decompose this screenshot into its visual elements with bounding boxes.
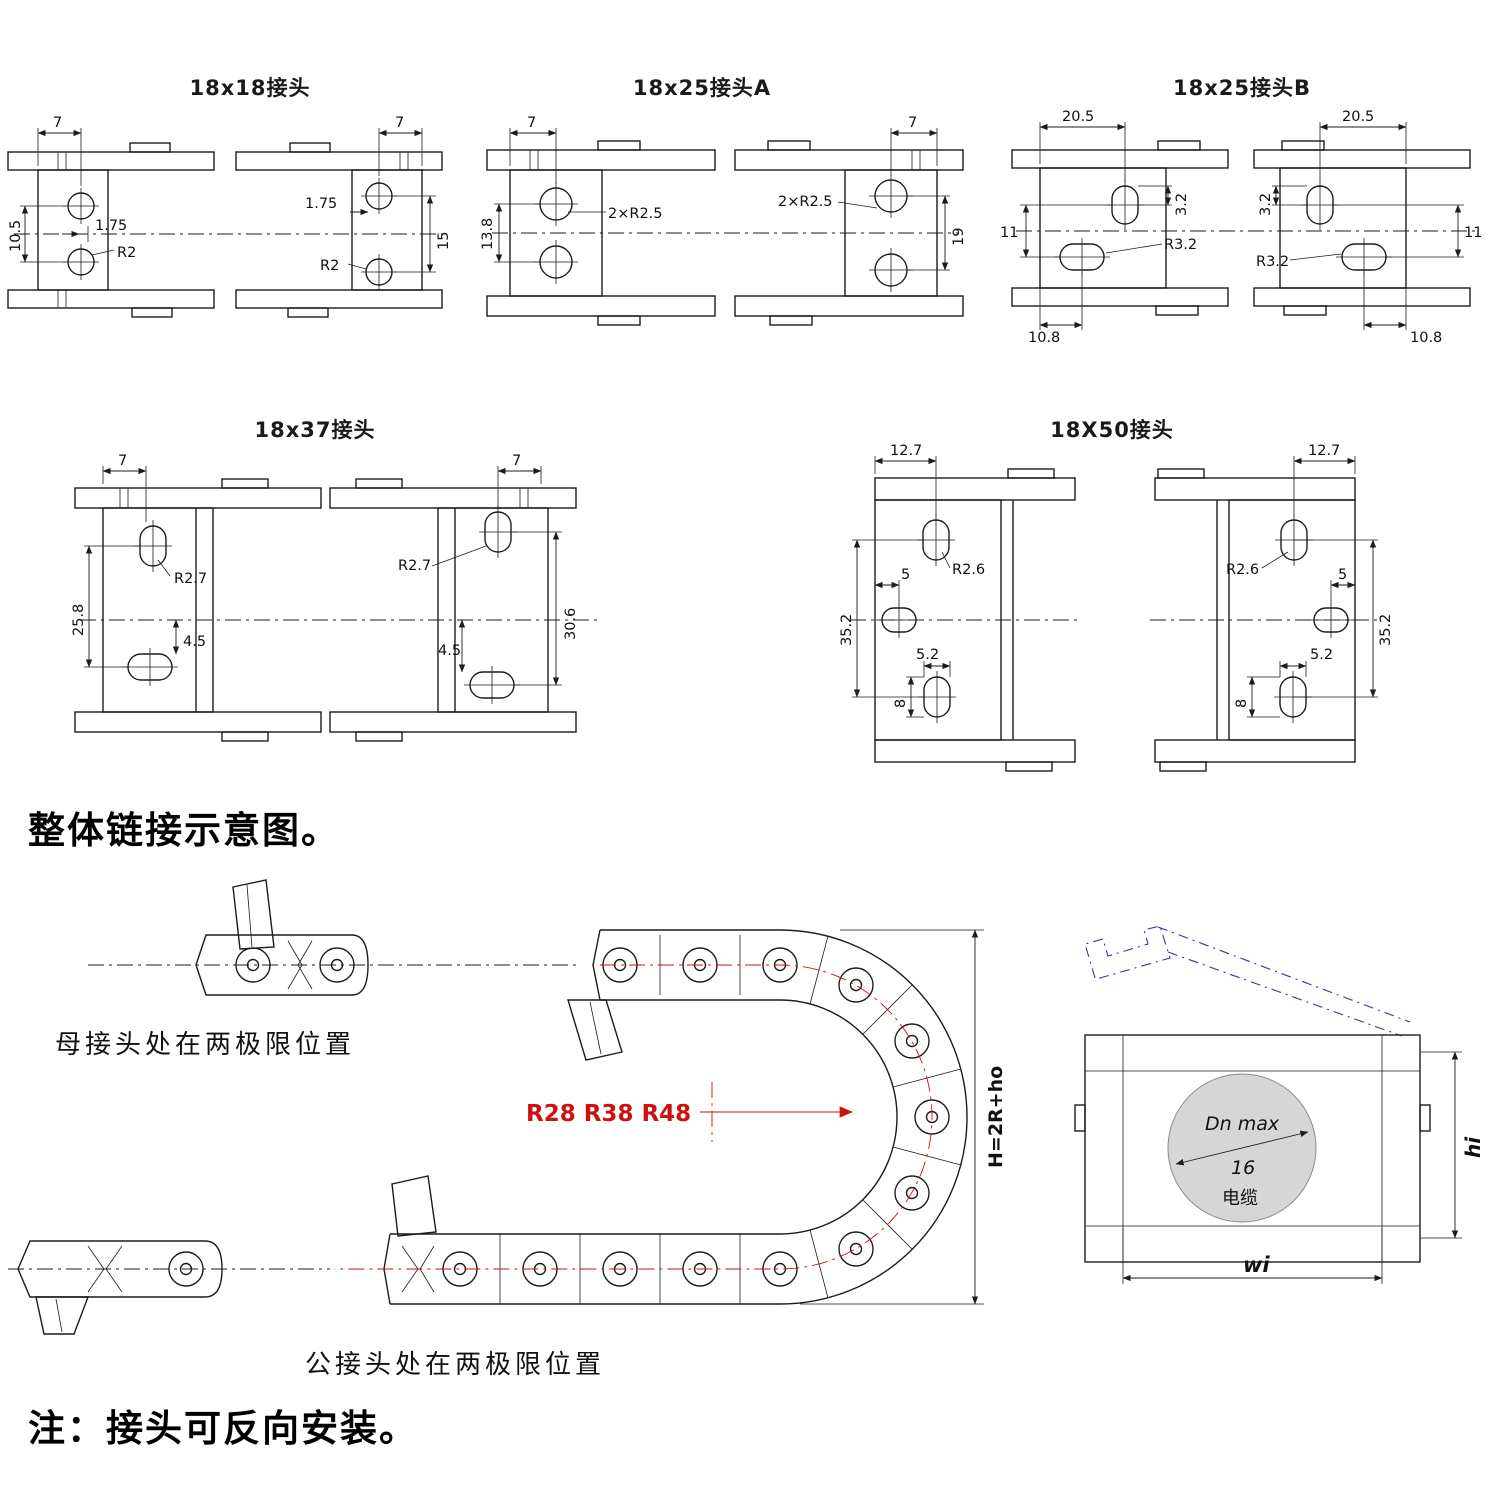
female-limit-label: 母接头处在两极限位置	[55, 1030, 356, 1060]
dim-18x25b-108-right: 10.8	[1410, 330, 1442, 346]
male-connector-drawing	[17, 1240, 223, 1335]
dim-18x50-127-left: 12.7	[890, 443, 922, 459]
view-18x37-left: 7 25.8 R2.7 4.5	[71, 453, 322, 742]
dim-18x37-7-right: 7	[512, 453, 521, 469]
dim-18x50-r26-right: R2.6	[1226, 562, 1259, 578]
title-18x37: 18x37接头	[254, 418, 376, 442]
dim-18x25a-19: 19	[951, 228, 967, 246]
dim-18x37-r27-left: R2.7	[174, 571, 207, 587]
inner-height-label: hi	[1461, 1136, 1485, 1158]
title-18x25a: 18x25接头A	[632, 76, 772, 100]
view-18x25a-right: 7 2×R2.5 19	[734, 115, 967, 326]
dim-18x37-45-left: 4.5	[183, 634, 206, 650]
dim-18x37-7-left: 7	[118, 453, 127, 469]
dim-18x37-258: 25.8	[71, 604, 87, 636]
dim-18x25a-7-left: 7	[527, 115, 536, 131]
dim-18x25a-7-right: 7	[908, 115, 917, 131]
dim-18x18-10-5: 10.5	[8, 220, 24, 252]
cable-label: 电缆	[1222, 1188, 1258, 1209]
assembly-heading: 整体链接示意图。	[28, 808, 340, 852]
height-formula-label: H=2R+ho	[985, 1066, 1007, 1168]
view-18x50-left: 12.7 35.2 5 R2.6 5.2 8	[839, 443, 1076, 772]
dim-18x25a-r25-right: 2×R2.5	[778, 194, 833, 210]
dim-18x25b-32-left: 3.2	[1174, 193, 1190, 216]
dim-18x50-127-right: 12.7	[1308, 443, 1340, 459]
dim-18x18-7-right: 7	[395, 115, 404, 131]
female-connector-drawing	[195, 879, 369, 996]
cross-section-drawing: Dn max 16 电缆 wi hi	[1074, 925, 1485, 1284]
dim-18x50-r26-left: R2.6	[952, 562, 985, 578]
dim-18x25a-r25-left: 2×R2.5	[608, 206, 663, 222]
male-limit-label: 公接头处在两极限位置	[305, 1350, 606, 1380]
view-18x25a-left: 7 13.8 2×R2.5	[480, 115, 716, 326]
view-18x37-right: 7 R2.7 4.5 30.6	[329, 453, 579, 742]
dim-18x18-175-left: 1.75	[95, 218, 127, 234]
dim-18x18-r2-right: R2	[320, 258, 339, 274]
dim-18x18-15: 15	[436, 232, 452, 250]
dim-18x25b-11-right: 11	[1464, 225, 1482, 241]
view-18x18-right: 7 1.75 R2 15	[235, 115, 452, 318]
dim-18x50-5-right: 5	[1338, 567, 1347, 583]
view-18x25b-right: 20.5 3.2 11 R3.2 10.8	[1253, 109, 1482, 346]
view-18x25b-left: 20.5 3.2 11 R3.2 10.8	[1000, 109, 1229, 346]
dim-18x25b-r32-right: R3.2	[1256, 254, 1289, 270]
bend-radius-label: R28 R38 R48	[526, 1101, 691, 1127]
dim-18x18-r2-left: R2	[117, 245, 136, 261]
dim-18x25b-r32-left: R3.2	[1164, 237, 1197, 253]
dn-max-label: Dn max	[1205, 1113, 1280, 1135]
dim-18x25b-205-left: 20.5	[1062, 109, 1094, 125]
dim-18x37-306: 30.6	[563, 608, 579, 640]
dim-18x50-352-left: 35.2	[839, 614, 855, 646]
dim-18x50-8-right: 8	[1234, 699, 1250, 708]
dim-18x25a-13-8: 13.8	[480, 218, 496, 250]
dim-18x37-45-right: 4.5	[438, 643, 461, 659]
title-18x18: 18x18接头	[189, 76, 311, 100]
title-18x25b: 18x25接头B	[1173, 76, 1311, 100]
view-18x18-left: 7 10.5 1.75 R2	[7, 115, 215, 318]
dim-18x37-r27-right: R2.7	[398, 558, 431, 574]
view-18x50-right: 12.7 R2.6 5 35.2 5.2 8	[1154, 443, 1394, 772]
dn-value: 16	[1231, 1157, 1255, 1179]
dim-18x25b-32-right: 3.2	[1258, 193, 1274, 216]
dim-18x25b-108-left: 10.8	[1028, 330, 1060, 346]
dim-18x50-5-left: 5	[901, 567, 910, 583]
dim-18x50-8-left: 8	[893, 699, 909, 708]
title-18x50: 18X50接头	[1050, 418, 1174, 442]
dim-18x25b-205-right: 20.5	[1342, 109, 1374, 125]
note-text: 注：接头可反向安装。	[28, 1406, 418, 1450]
dim-18x18-7-left: 7	[53, 115, 62, 131]
inner-width-label: wi	[1243, 1253, 1270, 1277]
dim-18x25b-11-left: 11	[1000, 225, 1018, 241]
dim-18x50-52-left: 5.2	[916, 647, 939, 663]
dim-18x50-352-right: 35.2	[1378, 614, 1394, 646]
open-cover-outline	[1084, 925, 1411, 1037]
dim-18x18-175-right: 1.75	[305, 196, 337, 212]
dim-18x50-52-right: 5.2	[1310, 647, 1333, 663]
